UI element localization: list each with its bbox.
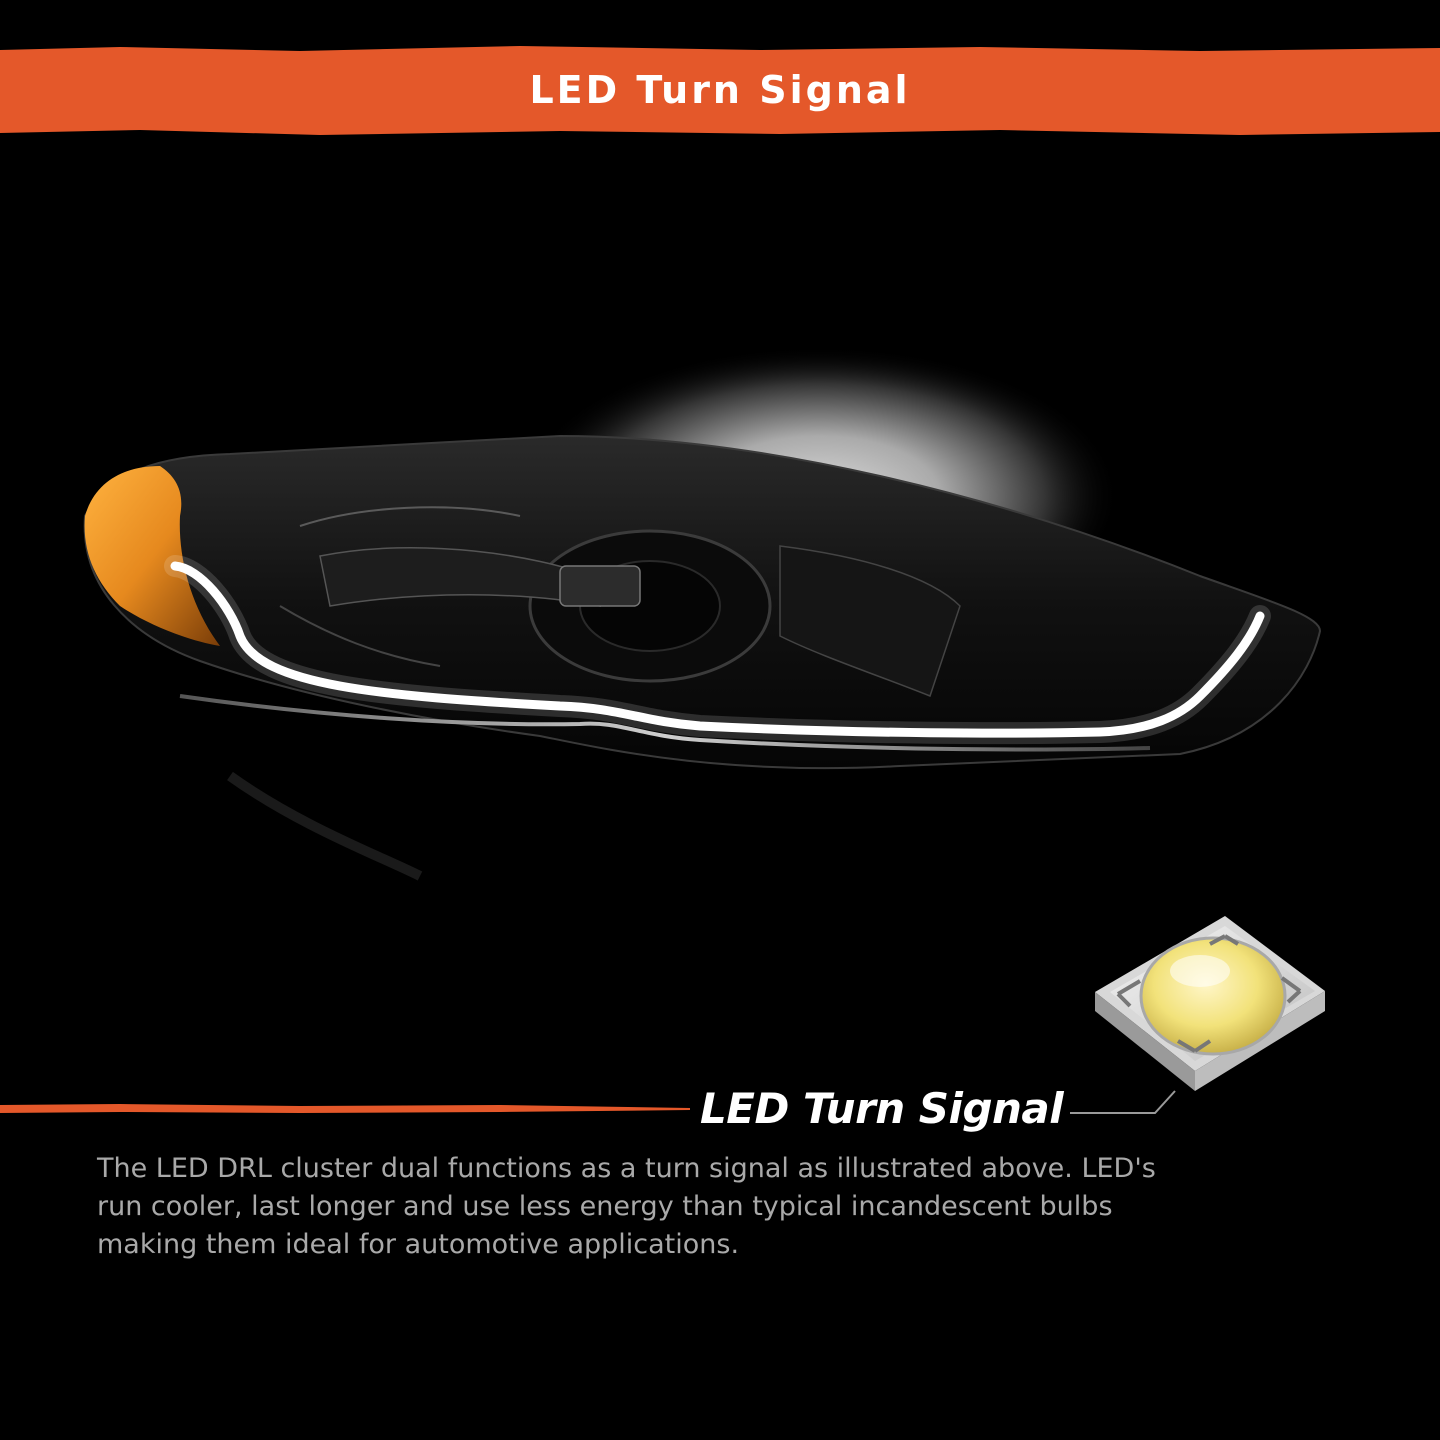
feature-description: The LED DRL cluster dual functions as a … bbox=[97, 1153, 1156, 1260]
headlight-scene bbox=[0, 136, 1440, 1440]
led-chip-icon bbox=[1095, 916, 1325, 1091]
feature-title: LED Turn Signal bbox=[700, 1084, 1064, 1133]
headlight-image bbox=[83, 346, 1325, 1114]
header-band-shape bbox=[0, 46, 1440, 135]
leader-line bbox=[1070, 1090, 1176, 1114]
divider-line bbox=[0, 1101, 690, 1115]
header-title: LED Turn Signal bbox=[529, 68, 911, 112]
header-band: LED Turn Signal bbox=[0, 44, 1440, 136]
